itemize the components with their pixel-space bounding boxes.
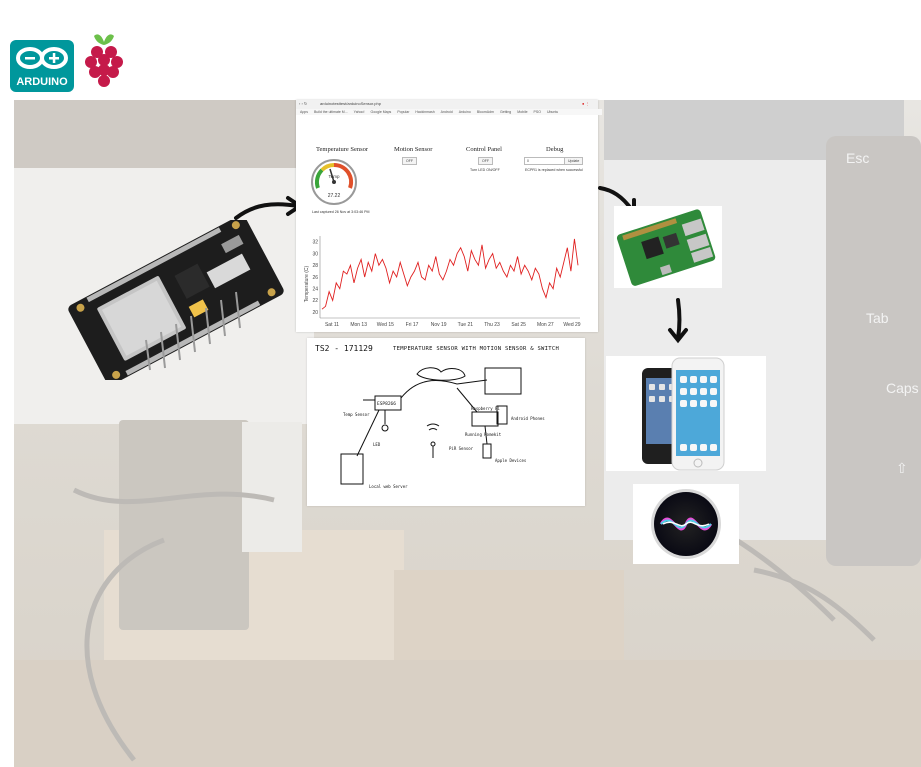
- bookmark[interactable]: Apps: [300, 110, 308, 114]
- sketch-label-apple: Apple Devices: [495, 458, 527, 463]
- temperature-gauge: Temp 27.22: [311, 159, 357, 205]
- chart-xtick-label: Sat 11: [325, 322, 339, 328]
- control-title: Control Panel: [466, 146, 502, 153]
- gauge-value: 27.22: [328, 193, 341, 199]
- bookmark[interactable]: Mobile: [517, 110, 528, 114]
- sketch-drawing: Temp Sensor ESP8266 LED PiR Sensor Raspb…: [340, 367, 545, 489]
- arrow-icon: [668, 298, 688, 344]
- web-page-icon: [340, 453, 364, 485]
- browser-menu-icon: ● ⋮: [582, 101, 590, 106]
- chart-ytick-label: 22: [312, 298, 318, 304]
- sketch-label-esp: ESP8266: [377, 401, 396, 407]
- svg-text:ARDUINO: ARDUINO: [16, 76, 68, 88]
- debug-title: Debug: [546, 146, 564, 153]
- motion-title: Motion Sensor: [394, 146, 433, 153]
- sketch-label-pir: PiR Sensor: [449, 446, 474, 451]
- bookmark[interactable]: BloomAdm: [476, 110, 494, 114]
- esp-box: [374, 395, 402, 411]
- chart-xtick-label: Mon 13: [350, 322, 367, 328]
- tablet-icon: [484, 367, 522, 395]
- raspberry-pi-logo-icon: [85, 34, 123, 87]
- apple-phone-icon: [482, 443, 492, 459]
- debug-input[interactable]: 0: [524, 157, 566, 165]
- sketch-label-led: LED: [373, 442, 381, 447]
- chart-ytick-label: 24: [312, 287, 318, 293]
- bookmark[interactable]: Build the ultimate M...: [313, 110, 348, 114]
- sketch-label-homekit: Running Homekit: [465, 432, 502, 437]
- wifi-link: [400, 380, 458, 399]
- nodemcu-board-icon: [68, 220, 284, 380]
- bookmark[interactable]: Android: [440, 110, 453, 114]
- person-head-icon: [430, 441, 436, 447]
- dashboard-screenshot: ‹ › ↻ arduinotesttest/arduinoSensor.php …: [296, 100, 602, 332]
- control-caption: Turn LED ON/OFF: [470, 168, 500, 172]
- bg-keyboard: Esc Tab Caps ⇧: [826, 136, 921, 566]
- system-sketch: TS2 - 171129 TEMPERATURE SENSOR WITH MOT…: [307, 338, 585, 506]
- led-icon: [381, 424, 389, 432]
- chart-ytick-label: 28: [312, 263, 318, 269]
- chart-ytick-label: 32: [312, 240, 318, 246]
- last-captured: Last captured 26 Nov at 3:03:46 PM: [312, 210, 370, 214]
- chart-xtick-label: Fri 17: [406, 322, 419, 328]
- sketch-title: TEMPERATURE SENSOR WITH MOTION SENSOR & …: [393, 346, 560, 352]
- bookmark[interactable]: Yahoo!: [353, 110, 365, 114]
- bookmark[interactable]: Ubuntu: [546, 110, 559, 114]
- url-bar[interactable]: arduinotesttest/arduinoSensor.php: [320, 101, 381, 106]
- bg-wood: [14, 660, 921, 767]
- chart-ytick-label: 30: [312, 251, 318, 257]
- arduino-logo-icon: ARDUINO: [10, 40, 74, 92]
- debug-caption: ECPR1 is replaced when successful: [525, 168, 583, 172]
- bg-region: [14, 100, 314, 168]
- sketch-label-android: Android Phones: [511, 416, 545, 421]
- chart-ylabel: Temperature (C): [304, 265, 310, 302]
- temperature-title: Temperature Sensor: [316, 146, 369, 153]
- chart-xtick-label: Sat 25: [511, 322, 526, 328]
- bookmark[interactable]: Google Maps: [370, 110, 392, 114]
- chart-xtick-label: Wed 29: [563, 322, 580, 328]
- raspberry-box: [471, 411, 499, 427]
- bookmark[interactable]: Getting: [499, 110, 512, 114]
- update-button[interactable]: Update: [564, 157, 584, 165]
- bookmark[interactable]: Hackinmash: [415, 110, 435, 114]
- cloud-icon: [416, 367, 466, 381]
- siri-icon: [633, 484, 739, 564]
- chart-xtick-label: Tue 21: [458, 322, 474, 328]
- chart-xtick-label: Wed 15: [377, 322, 394, 328]
- led-toggle-button[interactable]: OFF: [478, 157, 493, 165]
- raspberry-pi-board-icon: [614, 206, 722, 288]
- chart-ytick-label: 20: [312, 310, 318, 316]
- bg-board: [119, 420, 249, 630]
- chart-xtick-label: Nov 19: [431, 322, 447, 328]
- android-phone-icon: [496, 405, 508, 425]
- bookmarks-bar: Apps Build the ultimate M... Yahoo! Goog…: [296, 109, 602, 115]
- sketch-label-web: Local web Server: [369, 484, 408, 489]
- chart-series-line: [321, 238, 579, 310]
- bookmark[interactable]: Arduino: [458, 110, 471, 114]
- motion-toggle[interactable]: OFF: [402, 157, 417, 165]
- iphone-icon: [606, 356, 766, 471]
- chart-xtick-label: Mon 27: [537, 322, 554, 328]
- bg-wood: [394, 570, 624, 660]
- gauge-label: Temp: [328, 174, 340, 179]
- bg-breadboard: [242, 422, 302, 552]
- sketch-header-id: TS2 - 171129: [315, 344, 373, 353]
- bookmark[interactable]: PSO: [533, 110, 541, 114]
- nav-arrows-icon: ‹ › ↻: [299, 101, 308, 106]
- sketch-label-raspberry: Raspberry Pi: [471, 406, 500, 411]
- bookmark[interactable]: Popular: [397, 110, 410, 114]
- sketch-label-temp: Temp Sensor: [343, 412, 370, 417]
- chart-xtick-label: Thu 23: [484, 322, 500, 328]
- chart-ytick-label: 26: [312, 275, 318, 281]
- bg-cables: [72, 487, 876, 762]
